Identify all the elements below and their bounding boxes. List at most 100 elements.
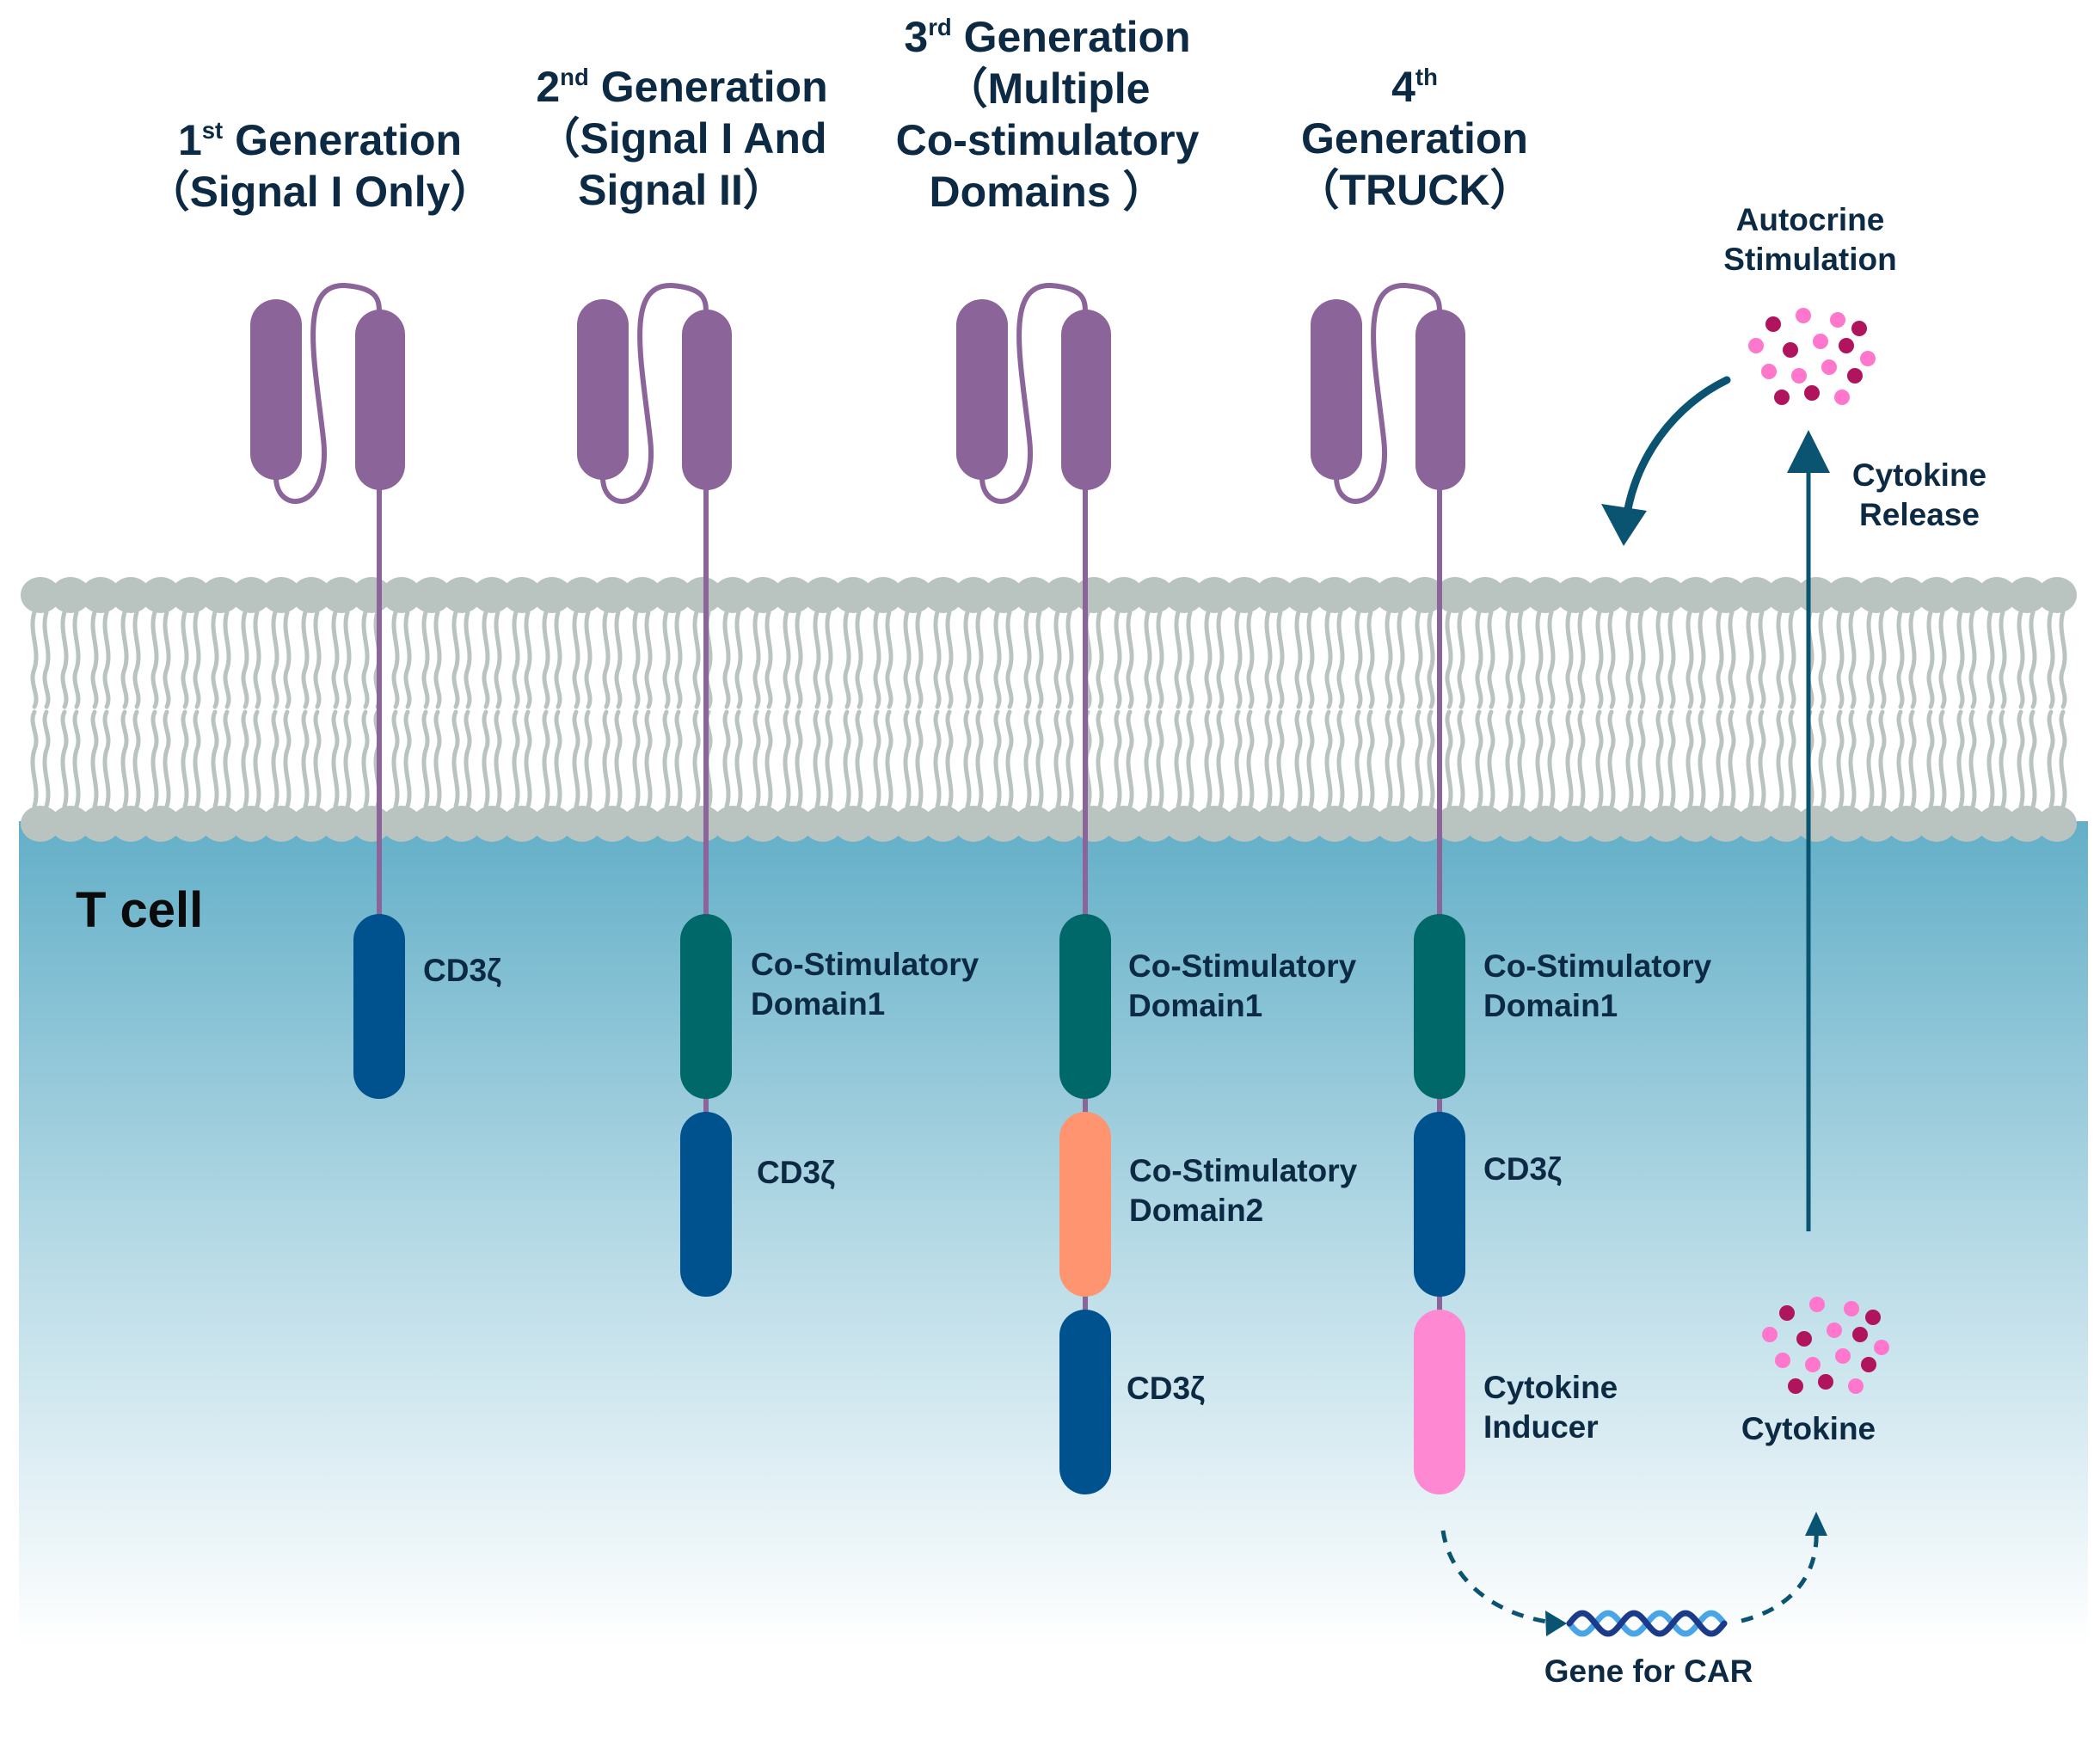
lipid-tail bbox=[1607, 709, 1616, 809]
lipid-tail bbox=[1276, 709, 1285, 809]
lipid-tail bbox=[1174, 709, 1182, 809]
gen2-title-main: 2nd Generation bbox=[536, 63, 828, 111]
lipid-tail bbox=[1926, 709, 1935, 809]
lipid-tail bbox=[72, 709, 81, 809]
lipid-tail bbox=[1746, 709, 1754, 809]
lipid-head-bottom bbox=[713, 806, 752, 842]
lipid-tail bbox=[1818, 709, 1827, 809]
gen3-title-line: （Multiple bbox=[944, 64, 1151, 113]
lipid-tail bbox=[1114, 709, 1122, 809]
lipid-tail bbox=[734, 610, 743, 709]
lipid-tail bbox=[403, 610, 412, 709]
lipid-tail bbox=[1294, 709, 1303, 809]
lipid-tail bbox=[1836, 709, 1845, 809]
gen3-domain3-label: CD3ζ bbox=[1127, 1371, 1206, 1406]
lipid-tail bbox=[271, 709, 279, 809]
gen1-title: 1st Generation （Signal I Only） bbox=[147, 119, 494, 222]
lipid-tail bbox=[433, 709, 442, 809]
lipid-head-top bbox=[1164, 577, 1204, 613]
lipid-tail bbox=[1716, 709, 1724, 809]
lipid-tail bbox=[674, 709, 683, 809]
lipid-head-bottom bbox=[21, 806, 60, 842]
lipid-tail bbox=[692, 610, 701, 709]
cytokine-dot bbox=[1779, 1305, 1795, 1321]
lipid-tail bbox=[813, 610, 821, 709]
autocrine-arrow bbox=[1621, 376, 1731, 529]
lipid-tail bbox=[1999, 610, 2007, 709]
car-receptors bbox=[250, 282, 1465, 1494]
cytokine-dot bbox=[1830, 312, 1845, 328]
cytokine-dot bbox=[1813, 334, 1828, 349]
lipid-tail bbox=[644, 709, 653, 809]
lipid-tail bbox=[60, 709, 69, 809]
lipid-tail bbox=[813, 709, 821, 809]
lipid-head-bottom bbox=[532, 806, 572, 842]
lipid-tail bbox=[722, 709, 731, 809]
lipid-tail bbox=[283, 610, 292, 709]
lipid-tail bbox=[1234, 709, 1243, 809]
lipid-head-bottom bbox=[111, 806, 150, 842]
gen3-domain2-label: Co-Stimulatory Domain2 bbox=[1129, 1153, 1358, 1228]
lipid-tail bbox=[524, 610, 532, 709]
gen1-title-main: 1st Generation bbox=[177, 116, 463, 164]
lipid-tail bbox=[271, 610, 279, 709]
gen4-domain2 bbox=[1414, 1112, 1465, 1297]
lipid-tail bbox=[1126, 709, 1134, 809]
lipid-tail bbox=[464, 709, 472, 809]
lipid-head-bottom bbox=[1104, 806, 1144, 842]
gen1-receptor bbox=[250, 282, 405, 1099]
lipid-head-top bbox=[1465, 577, 1505, 613]
t-cell-label: T cell bbox=[76, 882, 204, 938]
lipid-tail bbox=[253, 610, 261, 709]
lipid-head-top bbox=[81, 577, 120, 613]
lipid-tail bbox=[1776, 709, 1784, 809]
lipid-head-bottom bbox=[863, 806, 903, 842]
lipid-head-top bbox=[713, 577, 752, 613]
lipid-head-bottom bbox=[954, 806, 993, 842]
lipid-tail bbox=[90, 610, 99, 709]
lipid-tail bbox=[843, 709, 851, 809]
cytokine-dot bbox=[1852, 1327, 1868, 1342]
lipid-head-bottom bbox=[1676, 806, 1716, 842]
lipid-tail bbox=[825, 709, 833, 809]
lipid-head-bottom bbox=[141, 806, 181, 842]
lipid-tail bbox=[1294, 610, 1303, 709]
lipid-tail bbox=[554, 610, 562, 709]
lipid-tail bbox=[674, 610, 683, 709]
lipid-tail bbox=[1776, 610, 1784, 709]
lipid-tail bbox=[975, 709, 984, 809]
lipid-head-top bbox=[1616, 577, 1655, 613]
lipid-head-bottom bbox=[292, 806, 331, 842]
lipid-tail bbox=[1385, 610, 1393, 709]
gen4-domain1 bbox=[1414, 914, 1465, 1099]
lipid-tail bbox=[1728, 610, 1736, 709]
lipid-head-top bbox=[924, 577, 963, 613]
lipid-tail bbox=[1788, 610, 1796, 709]
lipid-head-top bbox=[1676, 577, 1716, 613]
lipid-tail bbox=[1866, 709, 1875, 809]
cytokine-dot bbox=[1796, 308, 1811, 323]
cytokine-dot bbox=[1847, 368, 1863, 384]
lipid-head-top bbox=[322, 577, 361, 613]
lipid-head-bottom bbox=[1977, 806, 2017, 842]
lipid-head-top bbox=[51, 577, 90, 613]
lipid-head-bottom bbox=[1827, 806, 1866, 842]
lipid-head-top bbox=[1706, 577, 1746, 613]
cytokine-dot bbox=[1783, 342, 1798, 358]
lipid-head-bottom bbox=[261, 806, 301, 842]
lipid-head-bottom bbox=[1225, 806, 1264, 842]
lipid-tail bbox=[783, 610, 791, 709]
lipid-head-top bbox=[1225, 577, 1264, 613]
lipid-tail bbox=[1848, 709, 1857, 809]
cytokine-dot bbox=[1809, 1297, 1825, 1312]
dashed-arrow-to-gene-head bbox=[1545, 1611, 1567, 1636]
lipid-head-top bbox=[1586, 577, 1625, 613]
lipid-tail bbox=[1517, 709, 1526, 809]
lipid-tail bbox=[1475, 709, 1483, 809]
lipid-head-bottom bbox=[472, 806, 512, 842]
lipid-tail bbox=[524, 709, 532, 809]
lipid-head-top bbox=[1766, 577, 1806, 613]
lipid-head-top bbox=[1495, 577, 1535, 613]
lipid-tail bbox=[1686, 610, 1694, 709]
lipid-tail bbox=[1354, 610, 1363, 709]
